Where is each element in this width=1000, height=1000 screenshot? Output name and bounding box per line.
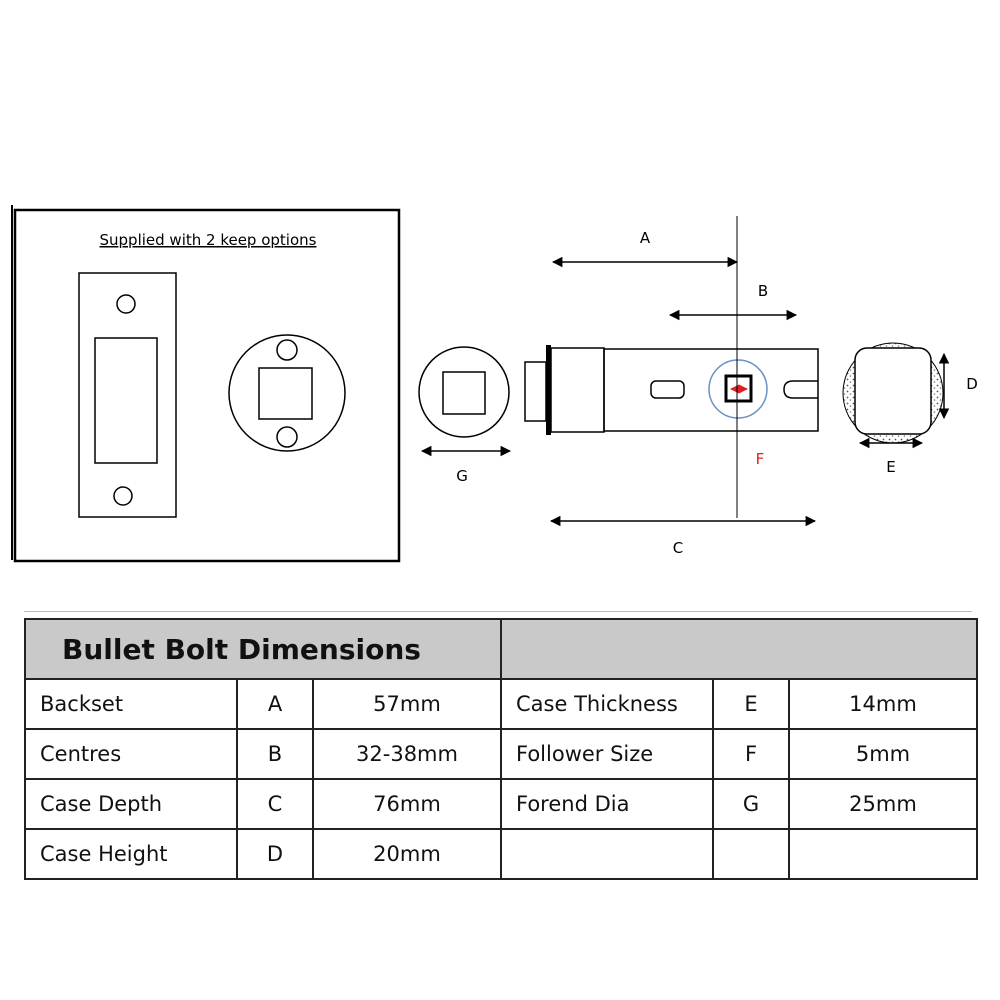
dimension-code: G	[712, 778, 790, 830]
forend-view: G	[418, 346, 512, 485]
dimension-name: Case Height	[24, 828, 238, 880]
keep-options-title: Supplied with 2 keep options	[100, 231, 317, 249]
label-A: A	[640, 229, 651, 247]
dimensions-table: Bullet Bolt Dimensions Backset A 57mm Ca…	[24, 618, 978, 880]
dimension-value: 5mm	[788, 728, 978, 780]
table-header-row: Bullet Bolt Dimensions	[24, 618, 978, 680]
dimension-code: A	[236, 678, 314, 730]
divider-line	[24, 611, 972, 612]
bolt-end-view: D E	[842, 342, 978, 476]
bolt-side-view: A B F C	[524, 216, 819, 557]
label-B: B	[758, 282, 768, 300]
label-E: E	[886, 458, 895, 476]
dimension-value: 14mm	[788, 678, 978, 730]
dimension-code	[712, 828, 790, 880]
rectangular-keep-plate	[78, 272, 177, 518]
dimension-name: Forend Dia	[500, 778, 714, 830]
keep-options-panel: Supplied with 2 keep options	[11, 205, 401, 563]
dimension-value: 25mm	[788, 778, 978, 830]
table-title: Bullet Bolt Dimensions	[24, 618, 502, 680]
table-row: Case Height D 20mm	[24, 828, 978, 880]
label-F: F	[756, 450, 765, 468]
bullet-bolt-diagram: Supplied with 2 keep options G	[11, 205, 978, 563]
table-row: Backset A 57mm Case Thickness E 14mm	[24, 678, 978, 730]
dimension-value: 20mm	[312, 828, 502, 880]
dimension-code: E	[712, 678, 790, 730]
dimension-name: Case Thickness	[500, 678, 714, 730]
table-row: Centres B 32-38mm Follower Size F 5mm	[24, 728, 978, 780]
dimension-code: F	[712, 728, 790, 780]
label-C: C	[673, 539, 683, 557]
label-D: D	[966, 375, 978, 393]
dimension-value: 57mm	[312, 678, 502, 730]
label-G: G	[456, 467, 468, 485]
dimension-name: Centres	[24, 728, 238, 780]
dimension-code: D	[236, 828, 314, 880]
dimension-value	[788, 828, 978, 880]
dimension-name: Follower Size	[500, 728, 714, 780]
dimension-name: Backset	[24, 678, 238, 730]
dimension-name	[500, 828, 714, 880]
dimension-code: B	[236, 728, 314, 780]
table-row: Case Depth C 76mm Forend Dia G 25mm	[24, 778, 978, 830]
dimension-value: 76mm	[312, 778, 502, 830]
round-keep-plate	[228, 334, 346, 452]
dimension-name: Case Depth	[24, 778, 238, 830]
dimension-value: 32-38mm	[312, 728, 502, 780]
table-header-empty	[500, 618, 978, 680]
dimension-code: C	[236, 778, 314, 830]
